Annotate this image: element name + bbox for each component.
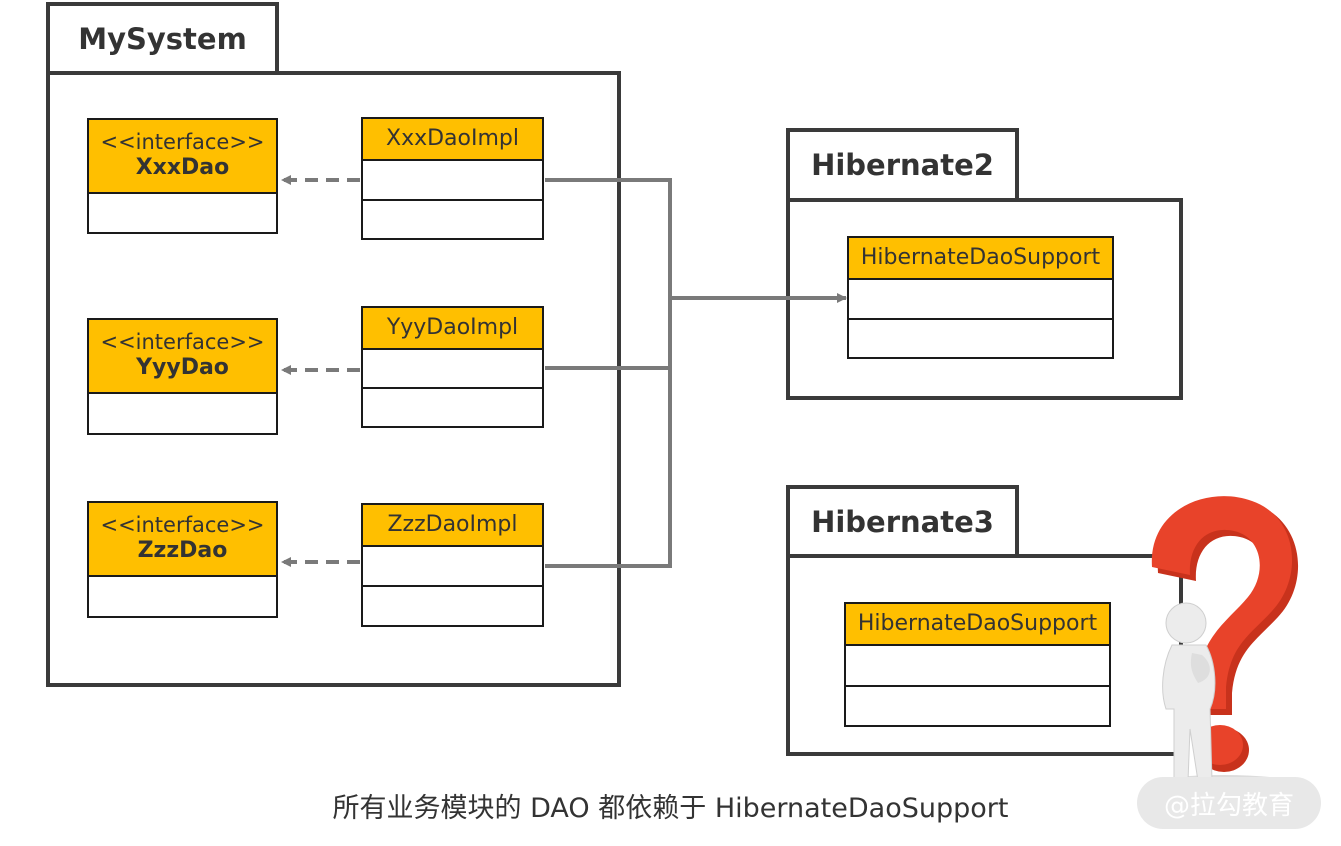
class-yyydaoimpl: YyyDaoImpl <box>361 306 544 428</box>
class-name: XxxDaoImpl <box>363 119 542 161</box>
class-name: YyyDaoImpl <box>363 308 542 350</box>
interface-name: ZzzDao <box>137 538 228 564</box>
hibernate2-package-tab: Hibernate2 <box>786 128 1019 202</box>
class-zzzdaoimpl: ZzzDaoImpl <box>361 503 544 627</box>
diagram-caption: 所有业务模块的 DAO 都依赖于 HibernateDaoSupport <box>332 793 1009 824</box>
class-hibernatedaosupport-h3: HibernateDaoSupport <box>844 602 1111 727</box>
interface-name: XxxDao <box>135 155 230 181</box>
class-name: HibernateDaoSupport <box>849 238 1112 280</box>
class-hibernatedaosupport-h2: HibernateDaoSupport <box>847 236 1114 359</box>
class-name: ZzzDaoImpl <box>363 505 542 547</box>
mysystem-package-tab: MySystem <box>46 2 279 75</box>
hibernate3-package-tab: Hibernate3 <box>786 485 1019 558</box>
interface-yyydao: <<interface>>YyyDao <box>87 318 278 435</box>
interface-xxxdao: <<interface>>XxxDao <box>87 118 278 234</box>
class-name: HibernateDaoSupport <box>846 604 1109 646</box>
interface-stereotype: <<interface>> <box>100 513 265 538</box>
interface-zzzdao: <<interface>>ZzzDao <box>87 501 278 618</box>
interface-stereotype: <<interface>> <box>100 330 265 355</box>
interface-stereotype: <<interface>> <box>100 130 265 155</box>
class-xxxdaoimpl: XxxDaoImpl <box>361 117 544 240</box>
question-mark-figure-icon <box>1151 496 1299 791</box>
watermark-badge: @拉勾教育 <box>1137 777 1321 829</box>
interface-name: YyyDao <box>136 355 229 381</box>
